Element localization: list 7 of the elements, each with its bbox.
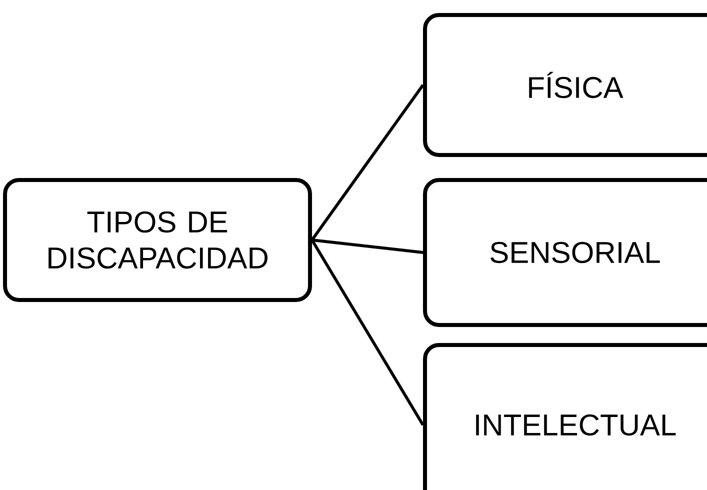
process-box: TIPOS DE DISCAPACIDAD	[3, 178, 312, 302]
connector-line	[310, 84, 424, 241]
process-box: SENSORIAL	[423, 178, 707, 327]
connector-line	[310, 239, 424, 426]
process-box: FÍSICA	[423, 13, 707, 157]
connector-line	[312, 238, 424, 254]
process-box: INTELECTUAL	[423, 343, 707, 490]
